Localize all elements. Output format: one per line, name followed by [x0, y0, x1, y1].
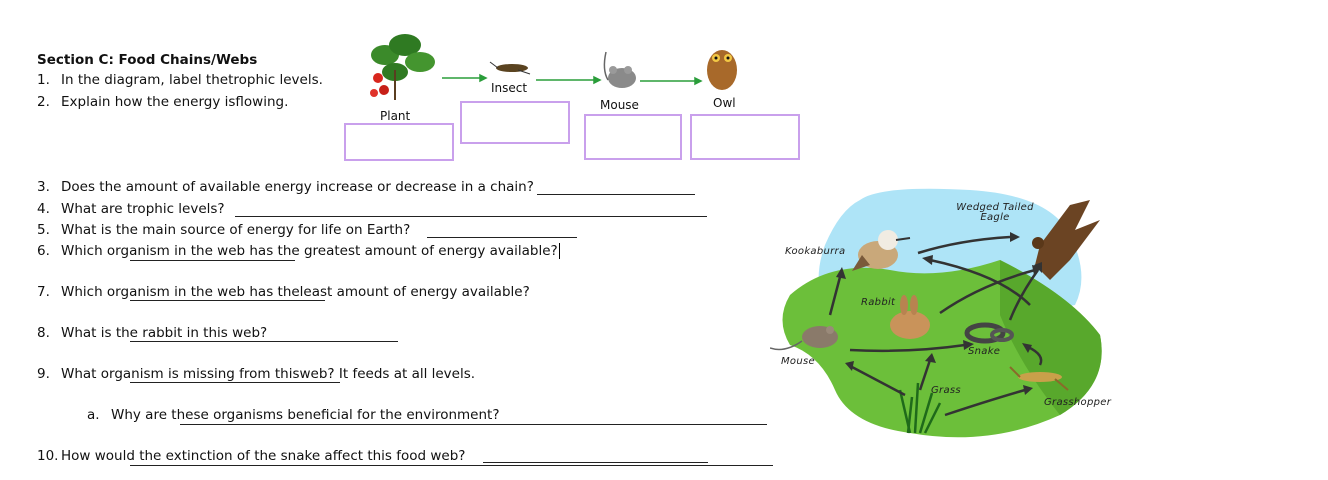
- kookaburra-illustration: [852, 230, 911, 271]
- question-1: 1. In the diagram, label thetrophic level…: [37, 72, 323, 88]
- question-text: Why are these organisms beneficial for t…: [111, 407, 500, 423]
- mouse-web-illustration: [770, 326, 838, 351]
- snake-illustration: [964, 322, 1014, 344]
- question-text: Does the amount of available energy incr…: [61, 179, 534, 195]
- question-text: Which organism in the web has the greate…: [61, 243, 558, 259]
- rabbit-illustration: [890, 295, 930, 339]
- question-number: 7.: [37, 284, 50, 300]
- question-2: 2. Explain how the energy isflowing.: [37, 94, 288, 110]
- eagle-illustration: [1032, 200, 1100, 280]
- owl-illustration: [707, 50, 737, 90]
- question-3: 3. Does the amount of available energy in…: [37, 179, 534, 195]
- question-number: a.: [87, 407, 100, 423]
- food-web-diagram: [770, 188, 1102, 438]
- insect-answer-box[interactable]: [460, 101, 570, 144]
- question-number: 4.: [37, 201, 50, 217]
- answer-line-10-underline: [130, 465, 773, 466]
- grasshopper-label: Grasshopper: [1044, 397, 1112, 408]
- section-heading: Section C: Food Chains/Webs: [37, 52, 258, 68]
- grass-label: Grass: [931, 385, 961, 396]
- text-cursor: ​: [558, 243, 560, 259]
- snake-label: Snake: [968, 346, 1001, 357]
- question-text: What is the rabbit in this web?: [61, 325, 268, 341]
- answer-line-7[interactable]: [130, 300, 325, 301]
- question-number: 3.: [37, 179, 50, 195]
- question-number: 9.: [37, 366, 50, 382]
- owl-label: Owl: [713, 96, 736, 110]
- chain-arrows: [442, 73, 703, 86]
- question-text: Explain how the energy isflowing.: [61, 94, 289, 110]
- question-6: 6. Which organism in the web has the grea…: [37, 243, 560, 259]
- plant-label: Plant: [380, 109, 411, 123]
- answer-line-3[interactable]: [537, 194, 695, 195]
- question-9: 9. What organism is missing from thisweb?…: [37, 366, 475, 382]
- kookaburra-label: Kookaburra: [785, 246, 846, 257]
- answer-line-5[interactable]: [427, 237, 577, 238]
- question-number: 5.: [37, 222, 50, 238]
- question-10: 10.How would the extinction of the snake…: [37, 448, 465, 464]
- question-text: What organism is missing from thisweb? I…: [61, 366, 476, 382]
- question-text: What are trophic levels?: [61, 201, 225, 217]
- answer-line-4[interactable]: [235, 216, 707, 217]
- web-arrowheads: [836, 232, 1042, 395]
- grasshopper-illustration: [1009, 366, 1069, 391]
- web-arrows: [828, 235, 1043, 417]
- mouse-answer-box[interactable]: [584, 114, 682, 160]
- question-text: What is the main source of energy for li…: [61, 222, 411, 238]
- question-number: 2.: [37, 94, 50, 110]
- question-number: 10.: [37, 448, 59, 464]
- question-7: 7. Which organism in the web has theleast…: [37, 284, 530, 300]
- mouse-web-label: Mouse: [781, 356, 815, 367]
- rabbit-label: Rabbit: [861, 297, 896, 308]
- eagle-label: Wedged Tailed Eagle: [956, 202, 1034, 223]
- question-number: 1.: [37, 72, 50, 88]
- answer-line-6[interactable]: [130, 260, 295, 261]
- question-number: 8.: [37, 325, 50, 341]
- owl-answer-box[interactable]: [690, 114, 800, 160]
- mouse-illustration: [603, 51, 636, 88]
- answer-line-10[interactable]: [483, 462, 708, 463]
- question-4: 4. What are trophic levels?: [37, 201, 225, 217]
- mouse-label: Mouse: [600, 98, 639, 112]
- question-text: How would the extinction of the snake af…: [61, 448, 466, 464]
- question-text: Which organism in the web has theleast a…: [61, 284, 530, 300]
- question-5: 5. What is the main source of energy for …: [37, 222, 410, 238]
- insect-illustration: [489, 61, 531, 75]
- answer-line-9[interactable]: [130, 382, 340, 383]
- question-text: In the diagram, label thetrophic levels.: [61, 72, 323, 88]
- plant-answer-box[interactable]: [344, 123, 454, 161]
- answer-line-9a[interactable]: [180, 424, 767, 425]
- question-8: 8. What is the rabbit in this web?: [37, 325, 267, 341]
- grass-illustration: [898, 382, 942, 434]
- question-number: 6.: [37, 243, 50, 259]
- answer-line-8[interactable]: [130, 341, 398, 342]
- food-chain-diagram: [370, 34, 737, 100]
- insect-label: Insect: [491, 81, 528, 95]
- question-9a: a. Why are these organisms beneficial for…: [87, 407, 500, 423]
- plant-illustration: [370, 34, 435, 100]
